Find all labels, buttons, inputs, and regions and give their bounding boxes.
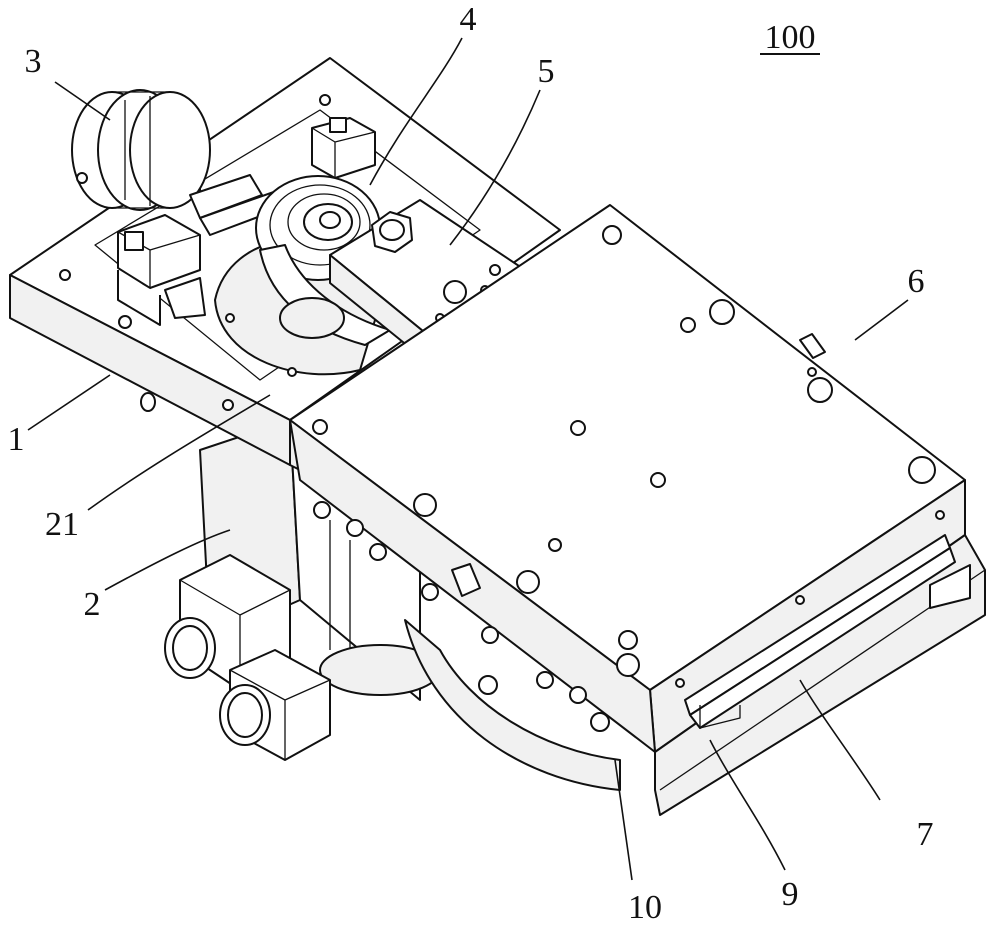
label-7: 7 bbox=[917, 816, 934, 853]
label-6: 6 bbox=[908, 263, 925, 300]
label-21: 21 bbox=[45, 506, 79, 543]
label-5: 5 bbox=[538, 53, 555, 90]
label-4: 4 bbox=[460, 1, 477, 38]
label-10: 10 bbox=[628, 889, 662, 926]
label-3: 3 bbox=[25, 43, 42, 80]
sensor-bracket-right bbox=[312, 118, 375, 178]
label-1: 1 bbox=[8, 421, 25, 458]
leader-6 bbox=[855, 300, 908, 340]
leader-1 bbox=[28, 375, 110, 430]
label-9: 9 bbox=[782, 876, 799, 913]
figure-reference-number: 100 bbox=[765, 19, 816, 56]
label-2: 2 bbox=[84, 586, 101, 623]
leader-10 bbox=[615, 760, 632, 880]
